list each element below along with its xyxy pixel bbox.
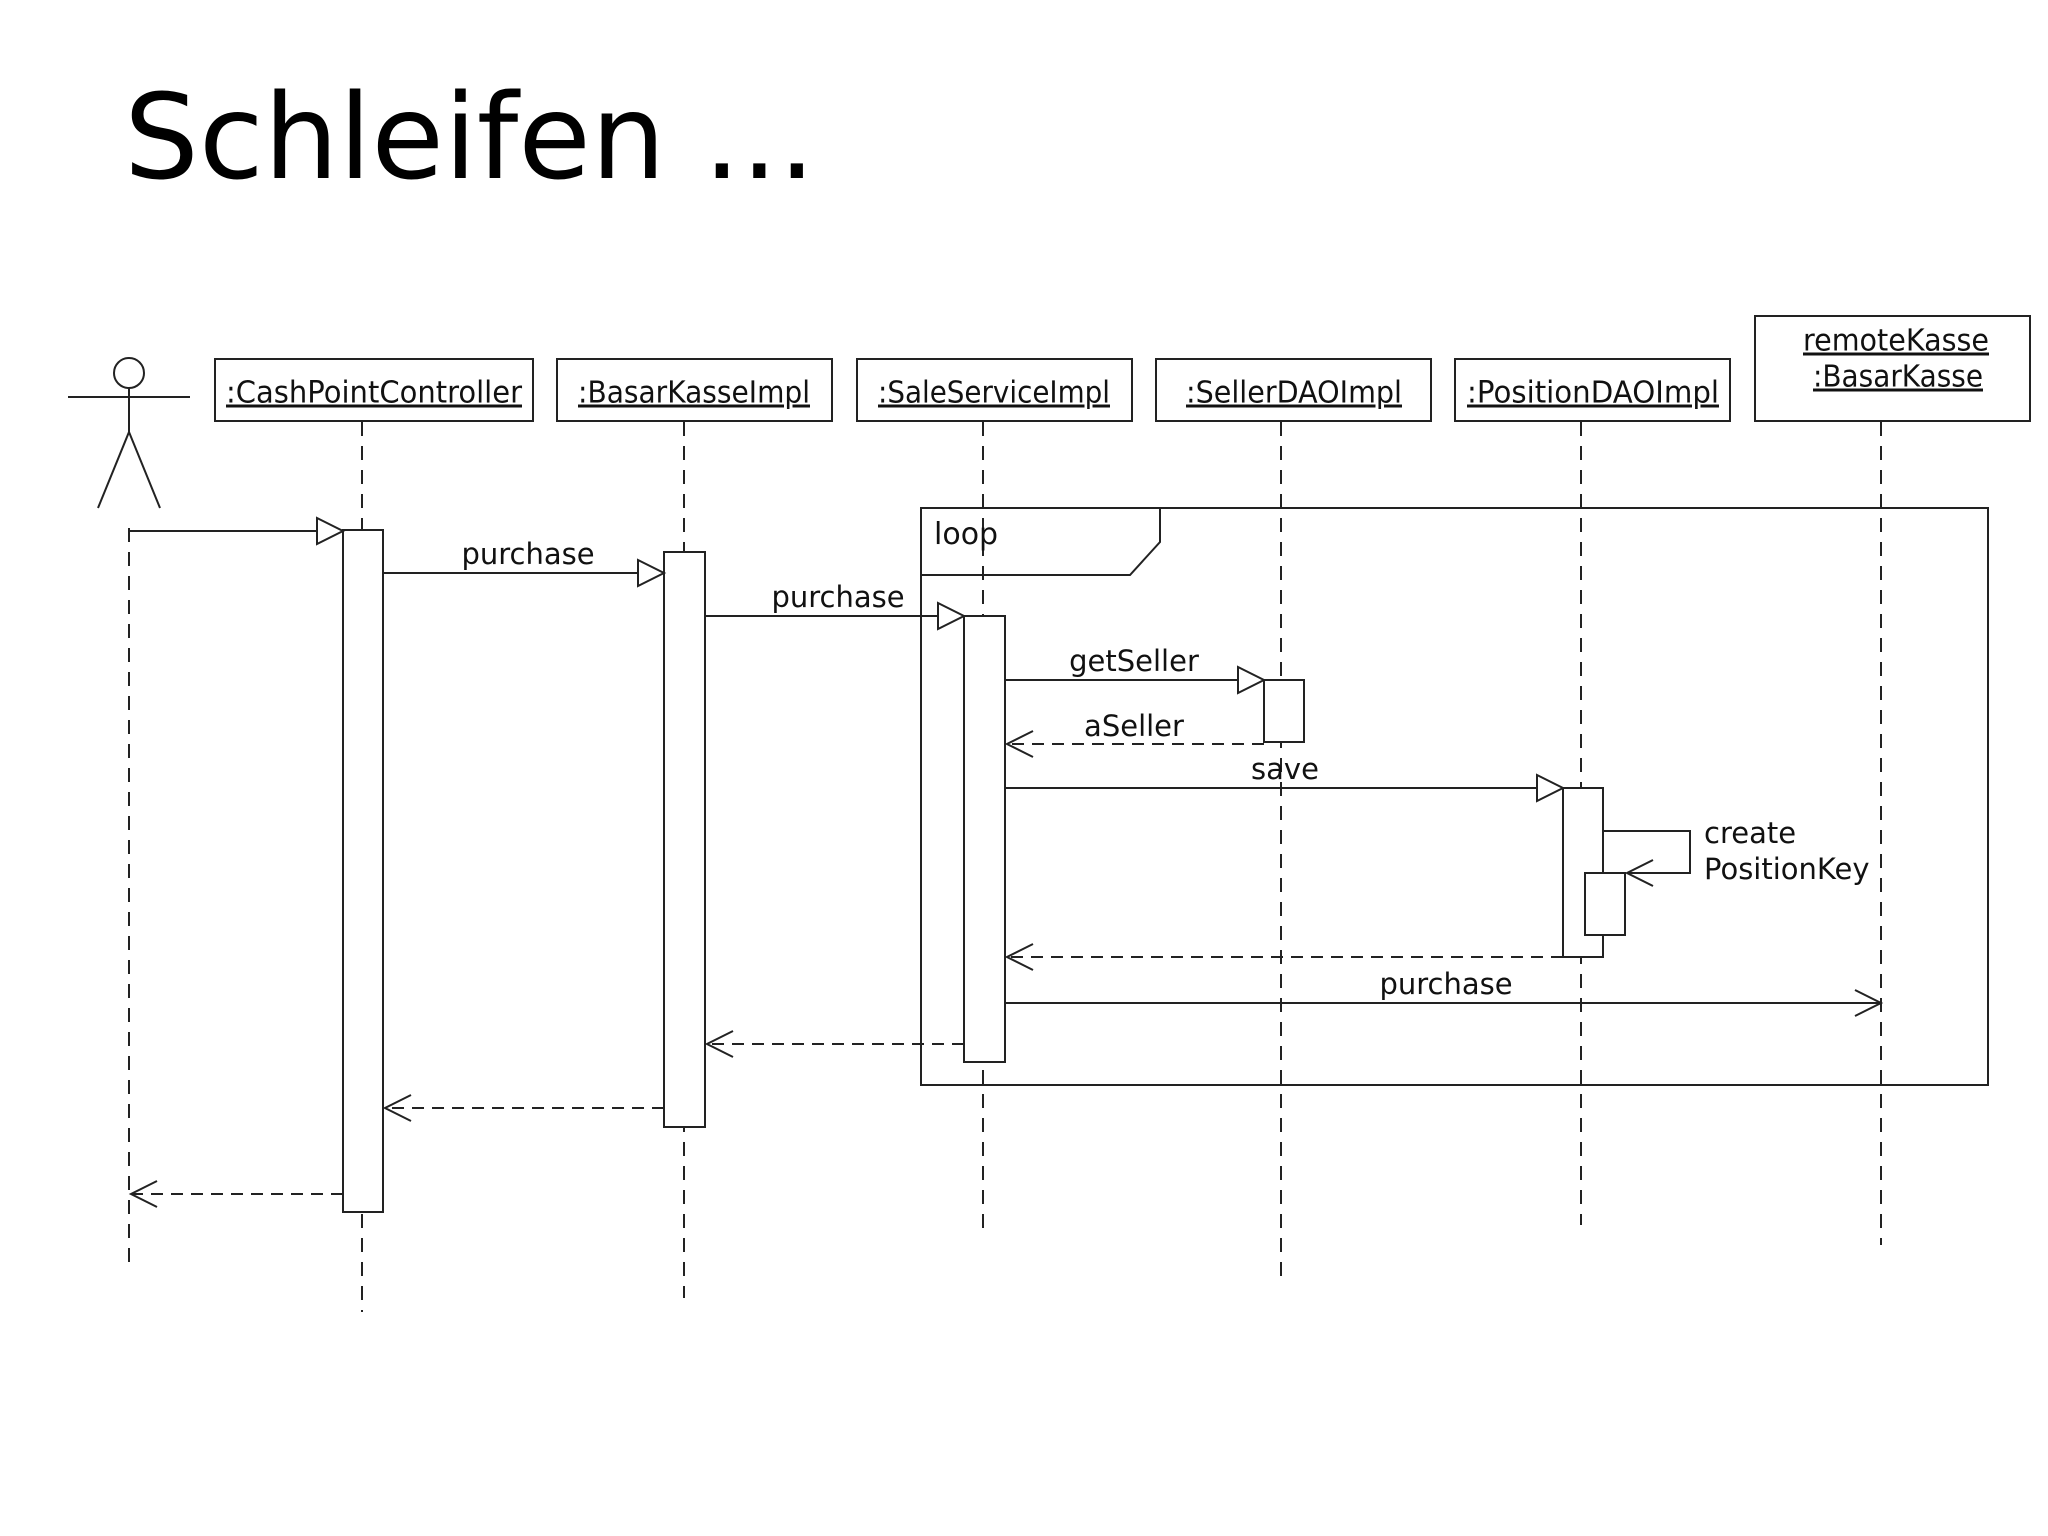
message-aseller-return [1004, 730, 1264, 758]
activation-cashpointcontroller [342, 529, 384, 1213]
message-create-positionkey-self [1603, 830, 1691, 887]
header-label: :PositionDAOImpl [1467, 376, 1719, 411]
message-label-aseller: aSeller [1084, 709, 1184, 743]
message-actor-to-cashpointcontroller [129, 516, 346, 546]
message-labels: purchase purchase getSeller aSeller save… [461, 537, 1869, 1001]
messages [128, 516, 1884, 1208]
slide-title: Schleifen ... [124, 68, 816, 206]
open-arrowhead [128, 1180, 158, 1208]
message-label-getseller: getSeller [1069, 644, 1199, 678]
activation-positiondaoimpl-nested [1584, 872, 1626, 936]
message-label-create: create [1704, 816, 1796, 850]
header-basarkasseimpl: :BasarKasseImpl [556, 358, 833, 422]
message-label-positionkey: PositionKey [1704, 852, 1870, 886]
sync-arrowhead [637, 558, 667, 588]
header-sellerdaoimpl: :SellerDAOImpl [1155, 358, 1432, 422]
open-arrowhead [704, 1030, 734, 1058]
sync-arrowhead [1536, 773, 1566, 803]
activation-basarkasseimpl [663, 551, 706, 1128]
message-save [1005, 773, 1566, 803]
activation-bars [342, 529, 1626, 1213]
activation-sellerdaoimpl [1263, 679, 1305, 743]
sync-arrowhead [316, 516, 346, 546]
open-arrowhead [1004, 730, 1034, 758]
message-getseller [1005, 665, 1267, 695]
header-saleserviceimpl: :SaleServiceImpl [856, 358, 1133, 422]
header-cashpointcontroller: :CashPointController [214, 358, 534, 422]
header-positiondaoimpl: :PositionDAOImpl [1454, 358, 1731, 422]
message-return-to-actor [128, 1180, 343, 1208]
message-label-save: save [1251, 752, 1319, 786]
header-label: :CashPointController [226, 376, 523, 411]
message-return-to-cashpointcontroller [382, 1094, 664, 1122]
message-purchase-to-saleserviceimpl [705, 601, 967, 631]
header-label: :SellerDAOImpl [1186, 376, 1402, 411]
open-arrowhead [382, 1094, 412, 1122]
sync-arrowhead [937, 601, 967, 631]
header-label-line2: :BasarKasse [1813, 360, 1983, 395]
message-return-to-basarkasseimpl [704, 1030, 964, 1058]
message-label-purchase-1: purchase [461, 537, 594, 571]
open-arrowhead [1854, 989, 1884, 1017]
message-label-purchase-remote: purchase [1379, 967, 1512, 1001]
open-arrowhead [1624, 859, 1654, 887]
activation-saleserviceimpl [963, 615, 1006, 1063]
header-remotekasse: remoteKasse :BasarKasse [1754, 315, 2031, 422]
loop-fragment: loop [920, 507, 1989, 1086]
header-label: :SaleServiceImpl [878, 376, 1110, 411]
sync-arrowhead [1237, 665, 1267, 695]
open-arrowhead [1004, 943, 1034, 971]
loop-operator-label: loop [934, 517, 998, 552]
message-return-from-positiondaoimpl [1004, 943, 1563, 971]
message-purchase-to-remotekasse [1005, 989, 1884, 1017]
message-purchase-to-basarkasseimpl [383, 558, 667, 588]
header-label-line1: remoteKasse [1803, 324, 1989, 359]
message-label-purchase-2: purchase [771, 580, 904, 614]
header-label: :BasarKasseImpl [578, 376, 810, 411]
object-headers: :CashPointController :BasarKasseImpl :Sa… [214, 315, 2031, 422]
actor-icon [68, 357, 190, 509]
